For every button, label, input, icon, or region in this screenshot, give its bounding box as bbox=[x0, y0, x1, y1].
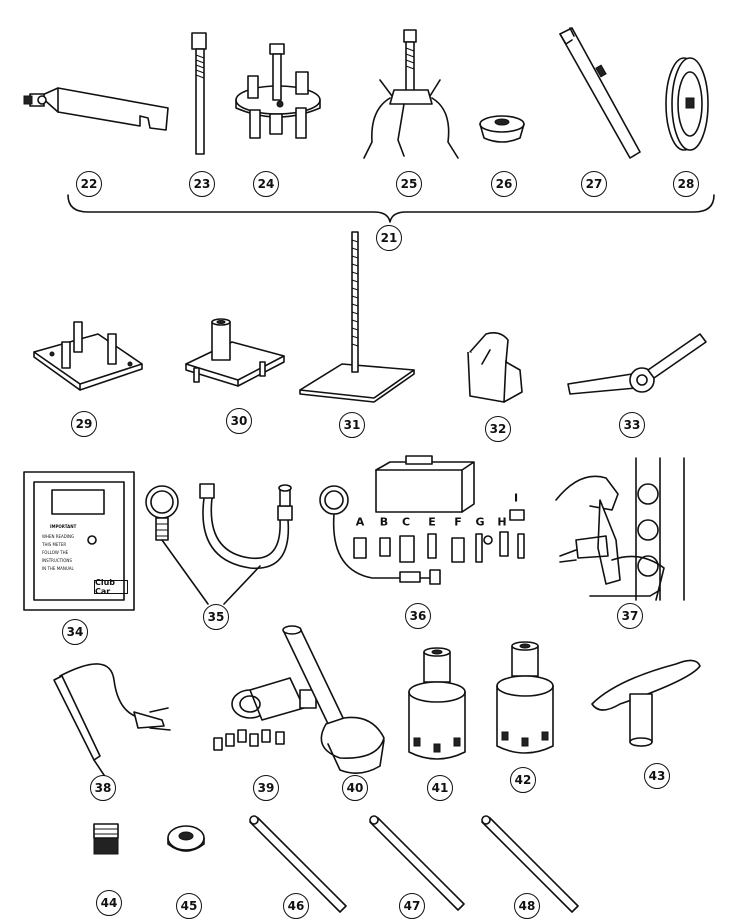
meter-line-4: INSTRUCTIONS bbox=[42, 558, 72, 563]
callout-38: 38 bbox=[90, 775, 116, 801]
tool-46-long-pin bbox=[249, 815, 347, 913]
tool-22-flywheel-wrench bbox=[23, 87, 169, 131]
tool-34-meter bbox=[23, 471, 135, 611]
tool-25-gear-puller bbox=[363, 29, 459, 159]
tool-43-t-handle bbox=[591, 659, 701, 747]
meter-brand-label: Club Car bbox=[94, 578, 128, 596]
callout-21: 21 bbox=[376, 225, 402, 251]
tool-48-long-pin bbox=[481, 815, 579, 913]
callout-24: 24 bbox=[253, 171, 279, 197]
adapter-letter-e: E bbox=[428, 515, 436, 529]
callout-35: 35 bbox=[203, 604, 229, 630]
tool-37-in-use-scene bbox=[555, 457, 685, 601]
callout-41: 41 bbox=[427, 775, 453, 801]
meter-line-2: THIS METER bbox=[42, 542, 67, 547]
tool-31-threaded-stand bbox=[299, 231, 415, 403]
callout-45: 45 bbox=[176, 893, 202, 919]
tool-32-holding-block bbox=[467, 332, 523, 403]
callout-34: 34 bbox=[62, 619, 88, 645]
tool-45-washer bbox=[167, 825, 205, 852]
tool-26-bearing-cup bbox=[479, 115, 525, 143]
meter-heading: IMPORTANT bbox=[50, 524, 77, 529]
callout-23: 23 bbox=[189, 171, 215, 197]
callout-27: 27 bbox=[581, 171, 607, 197]
adapter-letter-i: I bbox=[513, 491, 519, 505]
tool-41-deep-socket bbox=[408, 647, 466, 760]
tool-30-socket-fixture bbox=[185, 318, 285, 387]
adapter-letter-a: A bbox=[355, 515, 365, 529]
meter-line-3: FOLLOW THE bbox=[42, 550, 69, 555]
tool-47-long-pin bbox=[369, 815, 465, 911]
tool-27-spanner bbox=[559, 27, 641, 159]
adapter-letter-h: H bbox=[497, 515, 507, 529]
callout-42: 42 bbox=[510, 767, 536, 793]
callout-40: 40 bbox=[342, 775, 368, 801]
callout-37: 37 bbox=[617, 603, 643, 629]
callout-26: 26 bbox=[491, 171, 517, 197]
callout-46: 46 bbox=[283, 893, 309, 919]
callout-39: 39 bbox=[253, 775, 279, 801]
tool-24-puller-plate bbox=[235, 43, 321, 139]
callout-48: 48 bbox=[514, 893, 540, 919]
tool-23-long-bolt bbox=[191, 32, 207, 155]
callout-30: 30 bbox=[226, 408, 252, 434]
tool-35-pressure-gauge bbox=[145, 483, 293, 605]
tool-33-ring-wrench bbox=[567, 333, 707, 395]
callout-28: 28 bbox=[673, 171, 699, 197]
tool-36-compression-kit bbox=[319, 455, 525, 585]
group-21-bracket bbox=[67, 194, 715, 223]
callout-31: 31 bbox=[339, 412, 365, 438]
adapter-letter-f: F bbox=[454, 515, 462, 529]
callout-32: 32 bbox=[485, 416, 511, 442]
tool-38-test-probe bbox=[53, 663, 171, 779]
meter-line-1: WHEN READING bbox=[42, 534, 75, 539]
callout-36: 36 bbox=[405, 603, 431, 629]
callout-43: 43 bbox=[644, 763, 670, 789]
callout-29: 29 bbox=[71, 411, 97, 437]
tool-42-deep-socket bbox=[496, 641, 554, 754]
callout-44: 44 bbox=[96, 890, 122, 916]
callout-33: 33 bbox=[619, 412, 645, 438]
tool-29-pin-fixture bbox=[33, 321, 143, 391]
adapter-letter-b: B bbox=[379, 515, 389, 529]
callout-25: 25 bbox=[396, 171, 422, 197]
tool-40-seal-driver bbox=[282, 625, 385, 774]
tool-44-adapter-nut bbox=[93, 823, 119, 855]
tool-28-pulley bbox=[665, 57, 709, 151]
meter-line-5: IN THE MANUAL bbox=[42, 566, 74, 571]
adapter-letter-c: C bbox=[401, 515, 411, 529]
callout-22: 22 bbox=[76, 171, 102, 197]
adapter-letter-g: G bbox=[475, 515, 485, 529]
tool-39-adapter-set bbox=[213, 677, 317, 751]
callout-47: 47 bbox=[399, 893, 425, 919]
